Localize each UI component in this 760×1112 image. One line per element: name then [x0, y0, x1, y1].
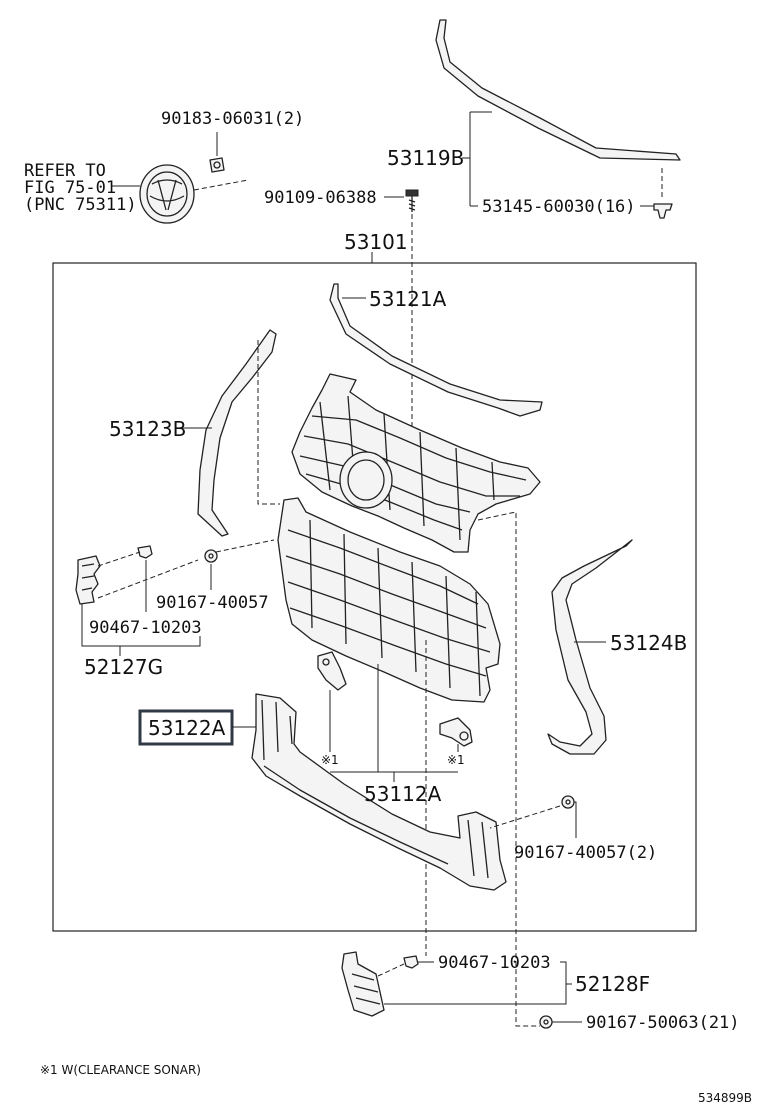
assembly-frame-53101	[52, 262, 697, 932]
emblem-part	[139, 164, 195, 224]
clip-90183	[209, 157, 225, 173]
bracket-52127G	[75, 555, 101, 605]
molding-53119B	[435, 19, 681, 161]
label-90183: 90183-06031(2)	[161, 109, 304, 129]
screw-90109	[405, 189, 419, 212]
lower-cover-53122A	[251, 693, 507, 891]
molding-53121A	[329, 283, 543, 417]
label-refer-line3: (PNC 75311)	[24, 195, 137, 215]
label-53145: 53145-60030(16)	[482, 197, 636, 217]
label-53123B: 53123B	[109, 417, 186, 441]
label-52127G: 52127G	[84, 655, 163, 679]
label-refer-line2: FIG 75-01	[24, 178, 116, 198]
label-53112A: 53112A	[364, 782, 442, 806]
clip-90167-right	[561, 795, 575, 809]
upper-grille	[291, 373, 541, 553]
footnote: ※1 W(CLEARANCE SONAR)	[40, 1063, 201, 1077]
label-90167-bottom: 90167-50063(21)	[586, 1013, 740, 1033]
sonar-bracket-right	[439, 717, 473, 747]
label-53121A: 53121A	[369, 287, 447, 311]
clip-90167-left	[204, 549, 218, 563]
label-note-right: ※1	[447, 753, 465, 767]
label-note-left: ※1	[321, 753, 339, 767]
label-90467-bottom: 90467-10203	[438, 953, 551, 973]
label-90467-left: 90467-10203	[89, 618, 202, 638]
label-53101: 53101	[344, 230, 408, 254]
sonar-bracket-left	[317, 651, 347, 691]
label-53119B: 53119B	[387, 146, 464, 170]
label-90167-left: 90167-40057	[156, 593, 269, 613]
lower-grille-53112A	[277, 497, 501, 703]
molding-53124B	[547, 539, 633, 755]
clip-90467-bottom	[403, 955, 419, 969]
bracket-52128F	[341, 951, 385, 1017]
label-90109: 90109-06388	[264, 188, 377, 208]
figure-id: 534899B	[698, 1091, 752, 1105]
label-refer-line1: REFER TO	[24, 161, 106, 181]
label-53122A: 53122A	[148, 716, 226, 740]
label-52128F: 52128F	[575, 972, 650, 996]
label-53124B: 53124B	[610, 631, 687, 655]
clip-53145	[653, 203, 673, 219]
label-90167-right: 90167-40057(2)	[514, 843, 657, 863]
molding-53123B	[197, 329, 277, 537]
clip-90467-left	[137, 545, 153, 559]
clip-90167-bottom	[539, 1015, 553, 1029]
